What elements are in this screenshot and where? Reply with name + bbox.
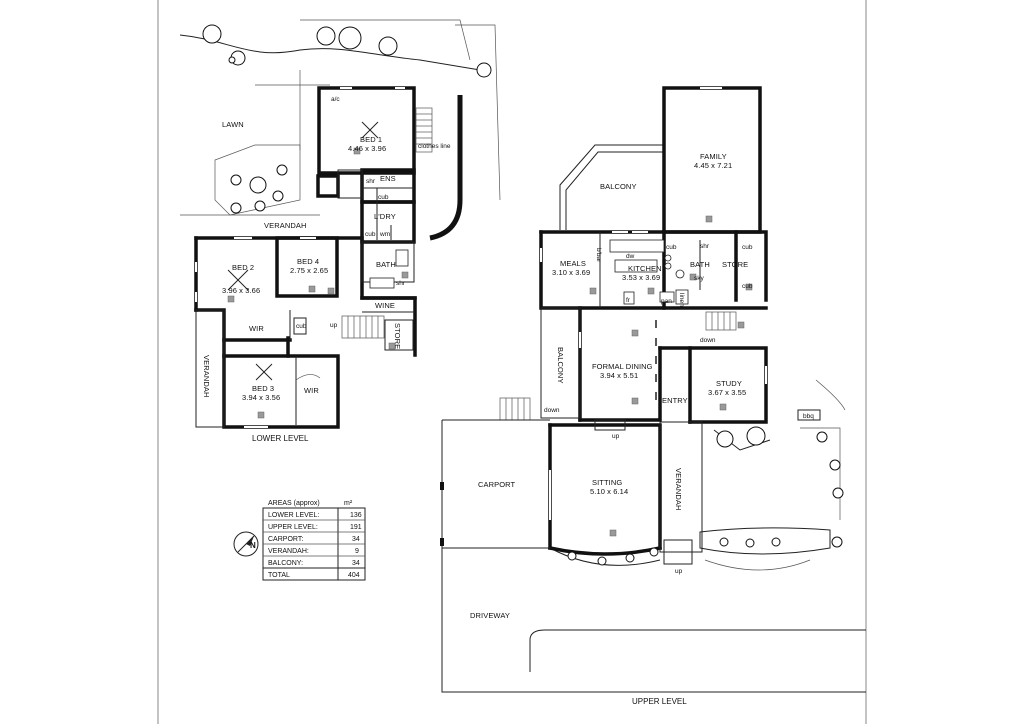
label-bath-shr: shr <box>396 280 406 287</box>
areas-row-value: 9 <box>355 548 359 555</box>
lower-level-title: LOWER LEVEL <box>252 434 309 443</box>
label-wir2: WIR <box>304 386 319 395</box>
label-formal-dining-name: FORMAL DINING <box>592 362 653 371</box>
label-ldry: L'DRY <box>374 212 396 221</box>
north-arrow-label: N <box>250 541 256 550</box>
label-ac: a/c <box>331 96 340 103</box>
label-bed1-dims: 4.46 x 3.96 <box>348 144 386 153</box>
label-study-name: STUDY <box>716 379 742 388</box>
label-meals-dims: 3.10 x 3.69 <box>552 268 590 277</box>
areas-total-value: 404 <box>348 572 360 579</box>
label-verandah-top: VERANDAH <box>264 221 306 230</box>
label-ens: ENS <box>380 174 396 183</box>
label-family-name: FAMILY <box>700 152 727 161</box>
label-ldry-cub: cub <box>365 231 376 238</box>
label-up-verandah: up <box>675 568 683 575</box>
label-bed4-name: BED 4 <box>297 257 319 266</box>
upper-level-plan <box>440 86 866 693</box>
label-up: up <box>330 322 338 329</box>
label-driveway: DRIVEWAY <box>470 611 510 620</box>
label-wine: WINE <box>375 301 395 310</box>
label-formal-dining-dims: 3.94 x 5.51 <box>600 371 638 380</box>
label-skylight: sky <box>694 275 705 282</box>
label-kitchen-name: KITCHEN <box>628 264 662 273</box>
upper-level-title: UPPER LEVEL <box>632 697 687 706</box>
label-balcony-top: BALCONY <box>600 182 637 191</box>
label-ens-shr: shr <box>366 178 376 185</box>
label-verandah-upper: VERANDAH <box>674 468 683 510</box>
label-sitting-dims: 5.10 x 6.14 <box>590 487 628 496</box>
label-wir1: WIR <box>249 324 264 333</box>
label-bed3-name: BED 3 <box>252 384 274 393</box>
label-store-cub-bottom: cub <box>742 283 753 290</box>
areas-row-value: 34 <box>352 560 360 567</box>
label-ldry-wm: wm <box>379 231 390 238</box>
label-bed2-dims: 3.96 x 3.66 <box>222 286 260 295</box>
label-study-dims: 3.67 x 3.55 <box>708 388 746 397</box>
areas-unit: m² <box>344 500 353 507</box>
label-linen: linen <box>678 293 685 307</box>
label-ens-cub: cub <box>378 194 389 201</box>
label-bbq: bbq <box>803 413 814 420</box>
areas-row-label: LOWER LEVEL: <box>268 512 319 519</box>
label-balcony-side: BALCONY <box>556 347 565 384</box>
label-store-upper: STORE <box>722 260 748 269</box>
label-kitchen-dims: 3.53 x 3.69 <box>622 273 660 282</box>
label-verandah-side: VERANDAH <box>202 355 211 397</box>
label-bath-shr-upper: shr <box>700 243 710 250</box>
label-down-store: down <box>700 337 716 344</box>
areas-row-value: 191 <box>350 524 362 531</box>
areas-row-label: UPPER LEVEL: <box>268 524 318 531</box>
label-bed3-dims: 3.94 x 3.56 <box>242 393 280 402</box>
label-pan: pan <box>661 298 672 305</box>
label-bath: BATH <box>376 260 396 269</box>
areas-row-label: BALCONY: <box>268 560 303 567</box>
label-bath-cub: cub <box>666 244 677 251</box>
areas-table <box>262 507 366 581</box>
north-arrow-icon <box>233 531 259 557</box>
areas-row-value: 34 <box>352 536 360 543</box>
label-bath-upper: BATH <box>690 260 710 269</box>
label-dw: dw <box>626 253 635 260</box>
label-down-ext: down <box>544 407 560 414</box>
label-family-dims: 4.45 x 7.21 <box>694 161 732 170</box>
label-up-sitting: up <box>612 433 620 440</box>
label-store-cub-top: cub <box>742 244 753 251</box>
label-fr: fr <box>626 297 631 304</box>
label-store: STORE <box>393 323 402 349</box>
label-bed4-dims: 2.75 x 2.65 <box>290 266 328 275</box>
areas-title: AREAS (approx) <box>268 500 320 507</box>
areas-row-label: CARPORT: <box>268 536 303 543</box>
label-sitting-name: SITTING <box>592 478 622 487</box>
areas-row-value: 136 <box>350 512 362 519</box>
label-meals-name: MEALS <box>560 259 586 268</box>
label-cub: cub <box>296 323 307 330</box>
lower-level-plan <box>179 19 501 429</box>
areas-total-label: TOTAL <box>268 572 290 579</box>
label-carport: CARPORT <box>478 480 516 489</box>
label-lawn: LAWN <box>222 120 244 129</box>
areas-row-label: VERANDAH: <box>268 548 309 555</box>
label-entry: ENTRY <box>662 396 688 405</box>
label-clothes-line: clothes line <box>418 143 451 150</box>
label-bed1-name: BED 1 <box>360 135 382 144</box>
label-bed2-name: BED 2 <box>232 263 254 272</box>
label-bbar: b'bar <box>595 248 602 263</box>
